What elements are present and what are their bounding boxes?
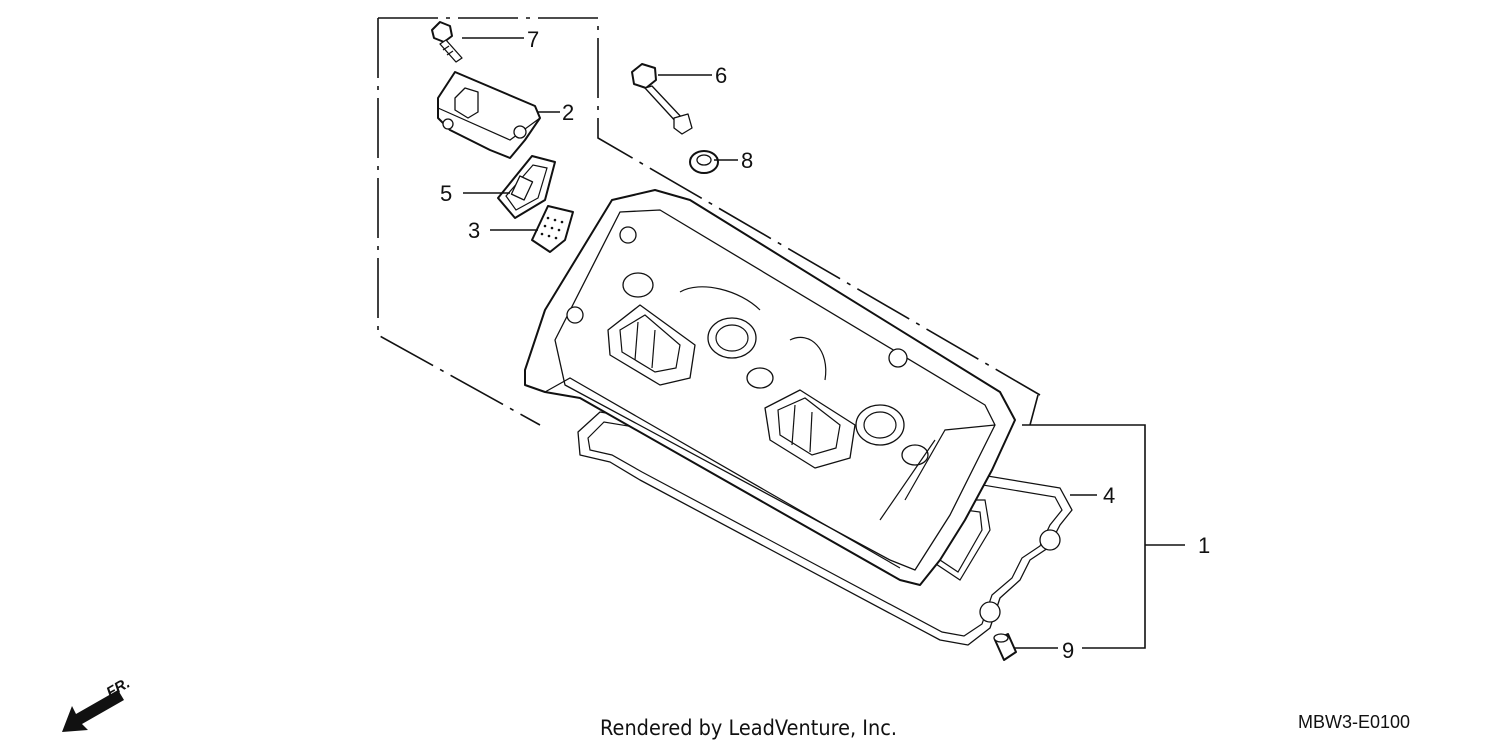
leader-lines [462, 37, 1097, 649]
callout-8[interactable]: 8 [741, 148, 753, 173]
breather-cover-drawing [437, 71, 541, 159]
callout-3[interactable]: 3 [468, 218, 480, 243]
callout-1[interactable]: 1 [1198, 533, 1210, 558]
rendered-by-credit: Rendered by LeadVenture, Inc. [600, 716, 897, 740]
callout-9[interactable]: 9 [1062, 638, 1074, 663]
diagram-code: MBW3-E0100 [1298, 712, 1411, 732]
rubber-seal-drawing [689, 150, 719, 174]
callout-6[interactable]: 6 [715, 63, 727, 88]
callout-1-bracket [1022, 424, 1185, 649]
dowel-pin-drawing [993, 633, 1017, 661]
callout-5[interactable]: 5 [440, 181, 452, 206]
breather-plate-drawing [531, 205, 574, 253]
breather-packing-drawing [497, 155, 556, 219]
front-direction-indicator: FR. [62, 675, 133, 732]
callout-2[interactable]: 2 [562, 100, 574, 125]
cover-bolt-drawing [631, 63, 693, 135]
callout-7[interactable]: 7 [527, 27, 539, 52]
head-cover-drawing [524, 189, 1016, 586]
assembly-boundary [377, 17, 1041, 426]
front-arrow-icon [62, 690, 124, 732]
callout-4[interactable]: 4 [1103, 483, 1115, 508]
callout-labels: 1 2 3 4 5 6 7 8 9 [440, 27, 1210, 663]
flange-bolt-drawing [431, 21, 463, 63]
